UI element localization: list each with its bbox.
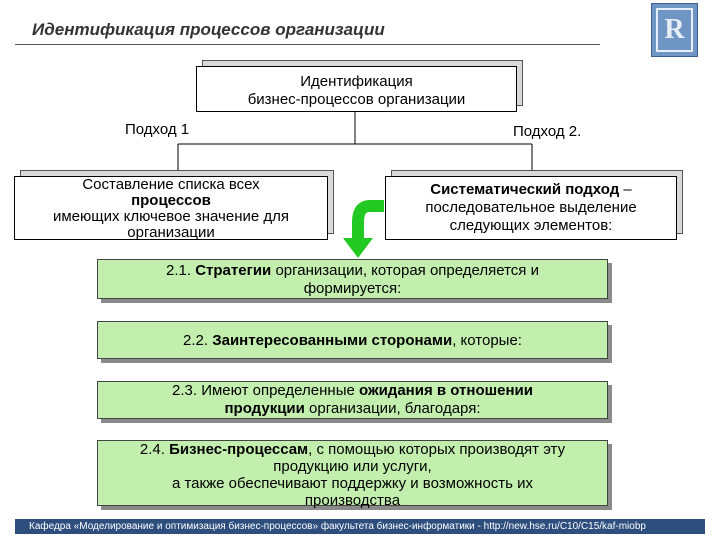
step-2-1-rest: организации, которая определяется и [271, 262, 539, 279]
step-2-3-bold: ожидания в отношении [358, 382, 533, 399]
step-2-2-bold: Заинтересованными сторонами [212, 332, 453, 349]
title-divider [15, 44, 600, 45]
step-2-3-box: 2.3. Имеют определенные ожидания в отнош… [97, 381, 608, 419]
footer-bar: Кафедра «Моделирование и оптимизация биз… [15, 519, 705, 534]
step-2-2-rest: , которые: [452, 332, 522, 349]
systematic-approach-box: Систематический подход – последовательно… [385, 176, 677, 240]
page-title: Идентификация процессов организации [32, 20, 385, 39]
step-2-3-line2-bold: продукции [224, 400, 305, 417]
approach2-label: Подход 2. [513, 123, 582, 140]
systematic-line1-rest: – [619, 181, 632, 198]
list-approach-box: Составление списка всех процессов имеющи… [14, 176, 328, 241]
step-2-4-line3: а также обеспечивают поддержку и возможн… [171, 475, 534, 492]
step-2-4-line4: производства [304, 492, 401, 509]
step-2-1-prefix: 2.1. [166, 262, 196, 279]
identification-line1: Идентификация [300, 73, 413, 90]
identification-line2: бизнес-процессов организации [247, 91, 466, 108]
list-line2: процессов [131, 192, 211, 209]
step-2-4-bold: Бизнес-процессам [169, 441, 309, 458]
step-2-1-line2: формируется: [303, 280, 402, 297]
step-2-2-box: 2.2. Заинтересованными сторонами, которы… [97, 321, 608, 359]
step-2-1-box: 2.1. Стратегии организации, которая опре… [97, 259, 608, 299]
list-line1: Составление списка всех [82, 176, 260, 193]
approach1-label: Подход 1 [125, 121, 190, 138]
step-2-4-prefix: 2.4. [139, 441, 170, 458]
step-2-2-line1: 2.2. Заинтересованными сторонами, которы… [98, 332, 607, 350]
step-2-3-line2: продукции организации, благодаря: [98, 400, 607, 418]
step-2-3-line1: 2.3. Имеют определенные ожидания в отнош… [98, 382, 607, 400]
logo-emblem: R [656, 8, 693, 52]
systematic-line1-bold: Систематический подход [430, 181, 620, 198]
step-2-3-line2-rest: организации, благодаря: [304, 400, 481, 417]
identification-box: Идентификация бизнес-процессов организац… [196, 66, 517, 112]
systematic-line1: Систематический подход – [386, 181, 676, 199]
university-logo: R [651, 3, 698, 57]
step-2-4-box: 2.4. Бизнес-процессам, с помощью которых… [97, 440, 608, 509]
list-line3: имеющих ключевое значение для [52, 208, 289, 225]
systematic-line3: следующих элементов: [449, 217, 613, 234]
step-2-1-bold: Стратегии [195, 262, 272, 279]
step-2-3-prefix: 2.3. Имеют определенные [172, 382, 359, 399]
systematic-line2: последовательное выделение [425, 199, 637, 216]
step-2-4-rest: , с помощью которых производят эту [308, 441, 566, 458]
logo-glyph: R [664, 14, 685, 45]
step-2-4-line1: 2.4. Бизнес-процессам, с помощью которых… [98, 441, 607, 458]
step-2-2-prefix: 2.2. [183, 332, 213, 349]
step-2-4-line2: продукцию или услуги, [273, 458, 432, 475]
list-line4: организации [127, 224, 215, 241]
step-2-1-line1: 2.1. Стратегии организации, которая опре… [98, 262, 607, 280]
